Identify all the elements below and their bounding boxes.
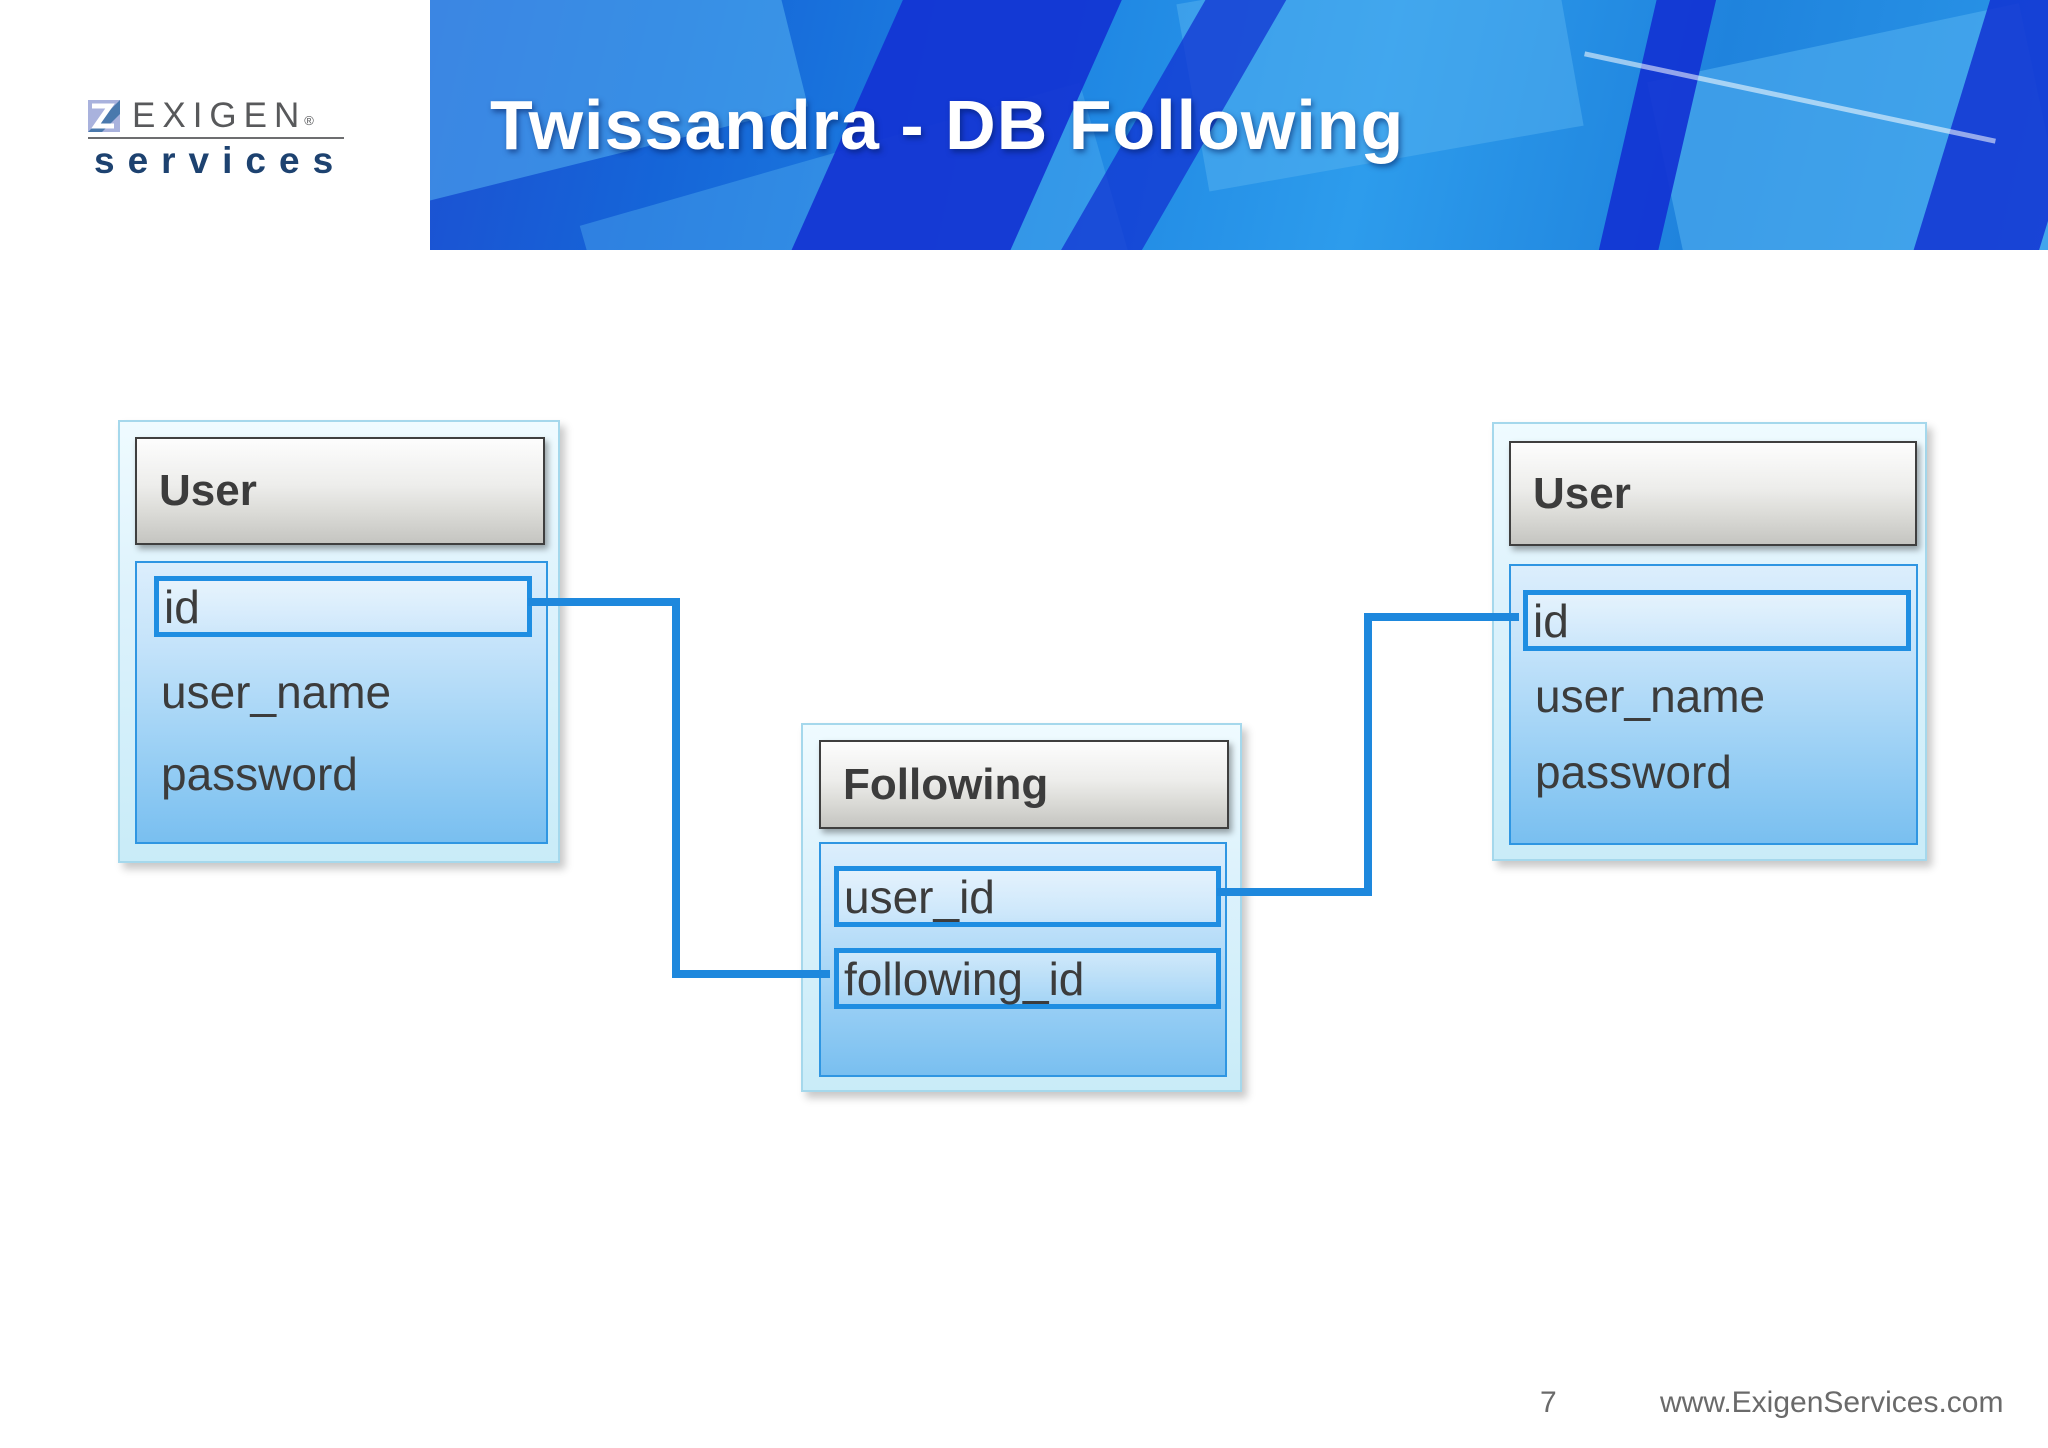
registered-trademark-symbol: ® bbox=[304, 113, 314, 128]
field-label: user_id bbox=[844, 870, 995, 923]
entity-title: User bbox=[1533, 468, 1631, 518]
logo-secondary-text: services bbox=[94, 140, 347, 181]
field-user-id-highlight: user_id bbox=[834, 866, 1221, 927]
field-label: password bbox=[161, 748, 358, 800]
slide-title: Twissandra - DB Following bbox=[490, 86, 1405, 164]
entity-user-right: User id user_name password bbox=[1492, 422, 1927, 861]
exigen-services-logo: EXIGEN® services bbox=[88, 98, 348, 182]
field-id-highlight: id bbox=[1523, 590, 1911, 651]
connector-user-id-to-right-id bbox=[1217, 613, 1519, 896]
field-label: id bbox=[164, 580, 200, 633]
entity-user-left-header: User bbox=[135, 437, 545, 545]
field-password: password bbox=[161, 746, 536, 802]
page-number: 7 bbox=[1540, 1386, 1557, 1419]
field-label: id bbox=[1533, 594, 1569, 647]
entity-title: Following bbox=[843, 759, 1049, 809]
field-user-name: user_name bbox=[1535, 668, 1906, 724]
field-label: following_id bbox=[844, 952, 1085, 1005]
field-label: user_name bbox=[1535, 670, 1766, 722]
entity-following-header: Following bbox=[819, 740, 1229, 829]
field-password: password bbox=[1535, 744, 1906, 800]
entity-user-right-body: id user_name password bbox=[1509, 564, 1918, 845]
title-banner: Twissandra - DB Following bbox=[430, 0, 2048, 250]
entity-user-left: User id user_name password bbox=[118, 420, 560, 863]
logo-divider-rule bbox=[88, 137, 344, 139]
field-following-id-highlight: following_id bbox=[834, 948, 1221, 1009]
entity-user-right-header: User bbox=[1509, 441, 1917, 546]
field-user-name: user_name bbox=[161, 664, 536, 720]
entity-following: Following user_id following_id bbox=[801, 723, 1242, 1092]
entity-title: User bbox=[159, 466, 257, 515]
exigen-logo-icon bbox=[88, 99, 120, 132]
field-id-highlight: id bbox=[154, 576, 532, 637]
footer-url: www.ExigenServices.com bbox=[1660, 1386, 2004, 1419]
field-label: user_name bbox=[161, 666, 392, 718]
connector-left-id-to-following-id bbox=[528, 598, 830, 978]
entity-user-left-body: id user_name password bbox=[135, 561, 548, 844]
logo-wordmark: EXIGEN bbox=[132, 96, 307, 135]
field-label: password bbox=[1535, 746, 1732, 798]
entity-following-body: user_id following_id bbox=[819, 842, 1227, 1077]
logo-primary-text: EXIGEN® bbox=[132, 98, 314, 133]
logo-top-row: EXIGEN® bbox=[88, 98, 348, 133]
